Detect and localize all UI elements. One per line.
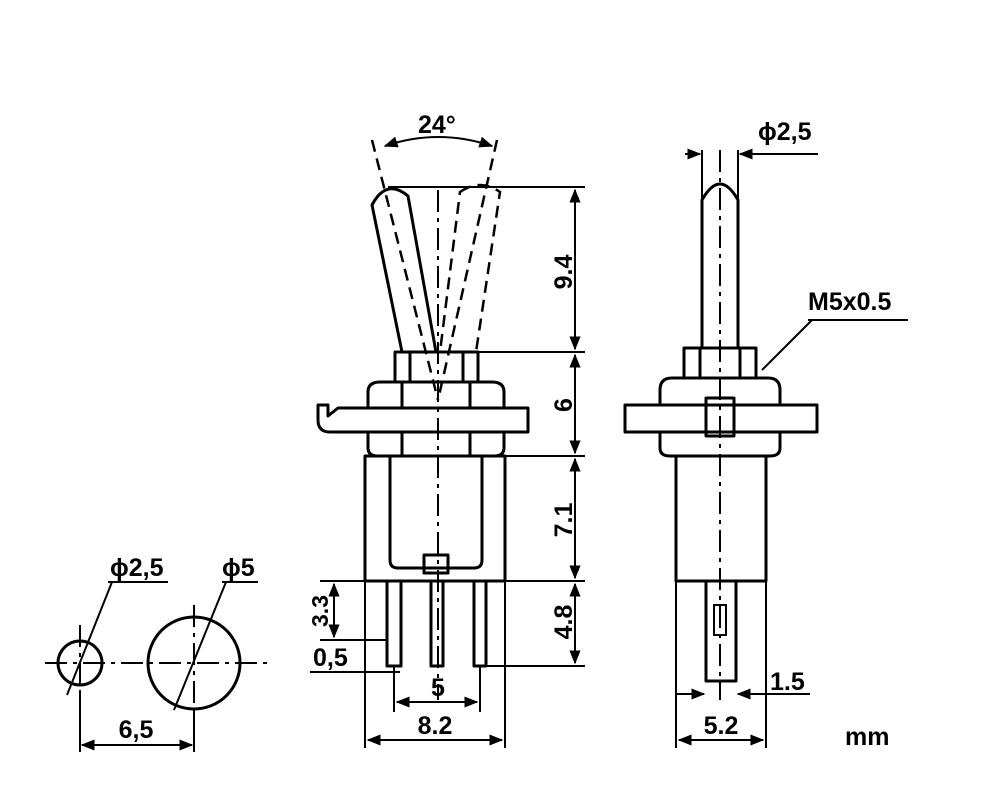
washer-plate xyxy=(316,403,530,434)
label-bushing-height: 6 xyxy=(550,398,578,412)
label-unit: mm xyxy=(845,723,889,751)
label-side-width: 5.2 xyxy=(704,712,739,740)
label-body-height: 7.1 xyxy=(550,503,578,538)
pin-left xyxy=(385,579,403,668)
bottom-nut xyxy=(366,430,506,458)
lever-alt-dashed xyxy=(438,183,502,354)
side-pin xyxy=(704,579,738,683)
label-thread: M5x0.5 xyxy=(808,288,891,316)
label-hole-small: ϕ2,5 xyxy=(110,554,164,582)
label-lever-dia: ϕ2,5 xyxy=(758,118,812,146)
label-pin-slot: 3.3 xyxy=(307,595,333,627)
label-pin-pitch: 5 xyxy=(431,674,445,702)
front-view xyxy=(316,139,530,700)
upper-nut xyxy=(393,350,480,384)
label-hole-spacing: 6,5 xyxy=(119,716,154,744)
hole-view xyxy=(45,581,270,752)
pin-right xyxy=(472,579,488,668)
side-lever xyxy=(700,182,740,350)
lower-nut xyxy=(366,380,506,410)
lever-solid xyxy=(370,187,438,354)
dimension-lines xyxy=(310,136,908,748)
label-pin-thickness: 0,5 xyxy=(313,644,348,672)
label-angle: 24° xyxy=(418,111,456,139)
side-view xyxy=(623,150,819,700)
label-side-pin: 1.5 xyxy=(770,668,805,696)
dimension-labels: 24° ϕ2,5 M5x0.5 9.4 6 7.1 4.8 3.3 0,5 5 … xyxy=(110,111,891,751)
label-body-width: 8.2 xyxy=(418,712,453,740)
switch-body xyxy=(363,454,507,583)
label-lever-length: 9.4 xyxy=(550,255,578,290)
label-hole-large: ϕ5 xyxy=(222,554,255,582)
label-pin-length: 4.8 xyxy=(550,605,578,640)
